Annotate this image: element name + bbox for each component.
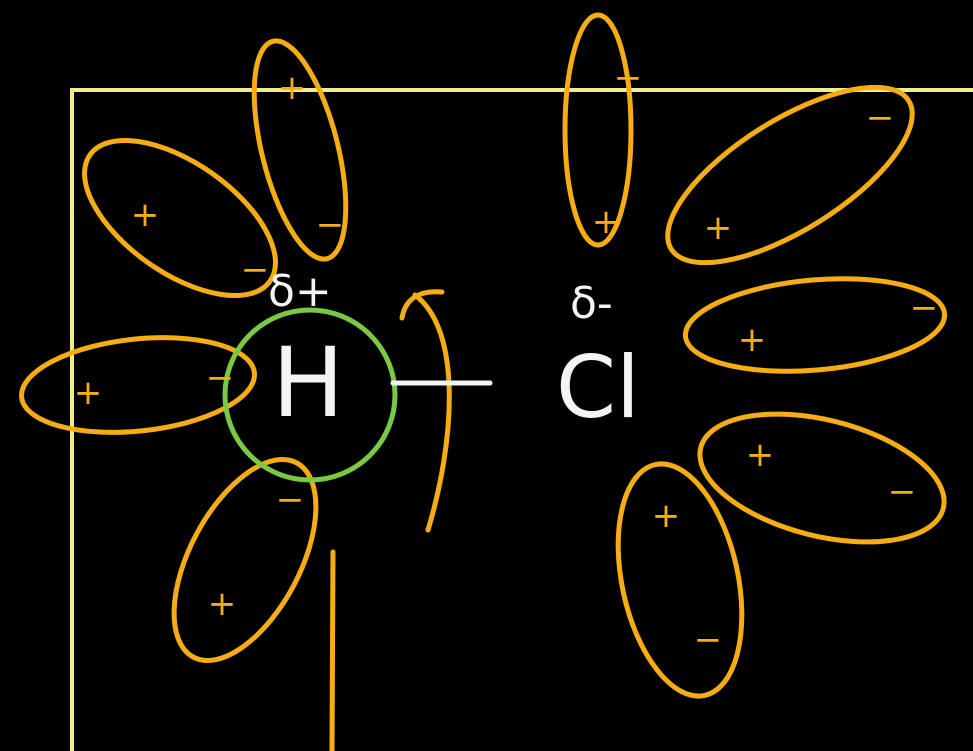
plus-sign: + xyxy=(738,323,767,357)
plus-sign: + xyxy=(704,211,733,245)
plus-sign: + xyxy=(74,376,103,410)
minus-sign: − xyxy=(866,101,895,135)
chlorine-label: Cl xyxy=(556,345,640,431)
minus-sign: − xyxy=(316,208,345,242)
hydrogen-label: H xyxy=(272,335,344,431)
curved-arrow-head xyxy=(402,292,442,318)
dipole-ellipse-h-lower xyxy=(145,437,345,683)
minus-sign: − xyxy=(241,253,270,287)
plus-sign: + xyxy=(208,587,237,621)
plus-sign: + xyxy=(592,205,621,239)
dipole-ellipse-h-upper-left xyxy=(58,110,301,326)
plus-sign: + xyxy=(746,438,775,472)
vertical-stroke xyxy=(332,552,333,751)
plus-sign: + xyxy=(278,71,307,105)
minus-sign: − xyxy=(614,61,643,95)
minus-sign: − xyxy=(910,291,939,325)
curved-arrow xyxy=(415,295,449,530)
chlorine-partial-charge: δ- xyxy=(570,282,613,326)
plus-sign: + xyxy=(652,499,681,533)
dipole-ellipse-cl-bottom xyxy=(599,453,762,708)
minus-sign: − xyxy=(694,623,723,657)
minus-sign: − xyxy=(276,483,305,517)
minus-sign: − xyxy=(206,361,235,395)
plus-sign: + xyxy=(131,198,160,232)
minus-sign: − xyxy=(888,475,917,509)
dipole-ellipse-cl-right xyxy=(682,269,949,381)
hydrogen-partial-charge: δ+ xyxy=(268,270,332,314)
